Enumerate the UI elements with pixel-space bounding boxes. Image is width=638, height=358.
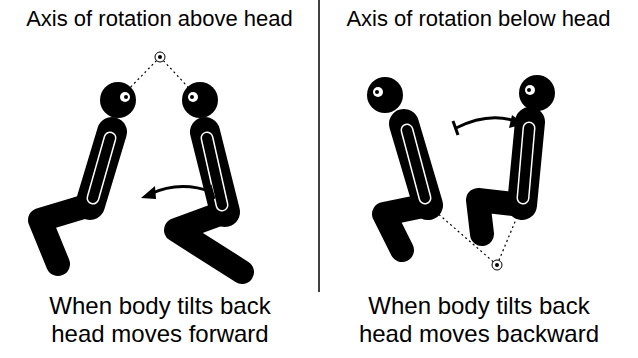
- person-figure: [176, 82, 242, 272]
- panel-heading: Axis of rotation below head: [319, 6, 638, 32]
- panel-caption: When body tilts back head moves forward: [30, 292, 290, 348]
- person-figure: [40, 82, 136, 264]
- panel-heading: Axis of rotation above head: [0, 6, 319, 32]
- rotation-arrow: [141, 185, 214, 199]
- panel-divider: [318, 0, 320, 292]
- panel-caption: When body tilts back head moves backward: [349, 292, 609, 348]
- person-figure: [478, 75, 555, 234]
- person-figure: [367, 77, 428, 250]
- rotation-arrow: [453, 115, 524, 135]
